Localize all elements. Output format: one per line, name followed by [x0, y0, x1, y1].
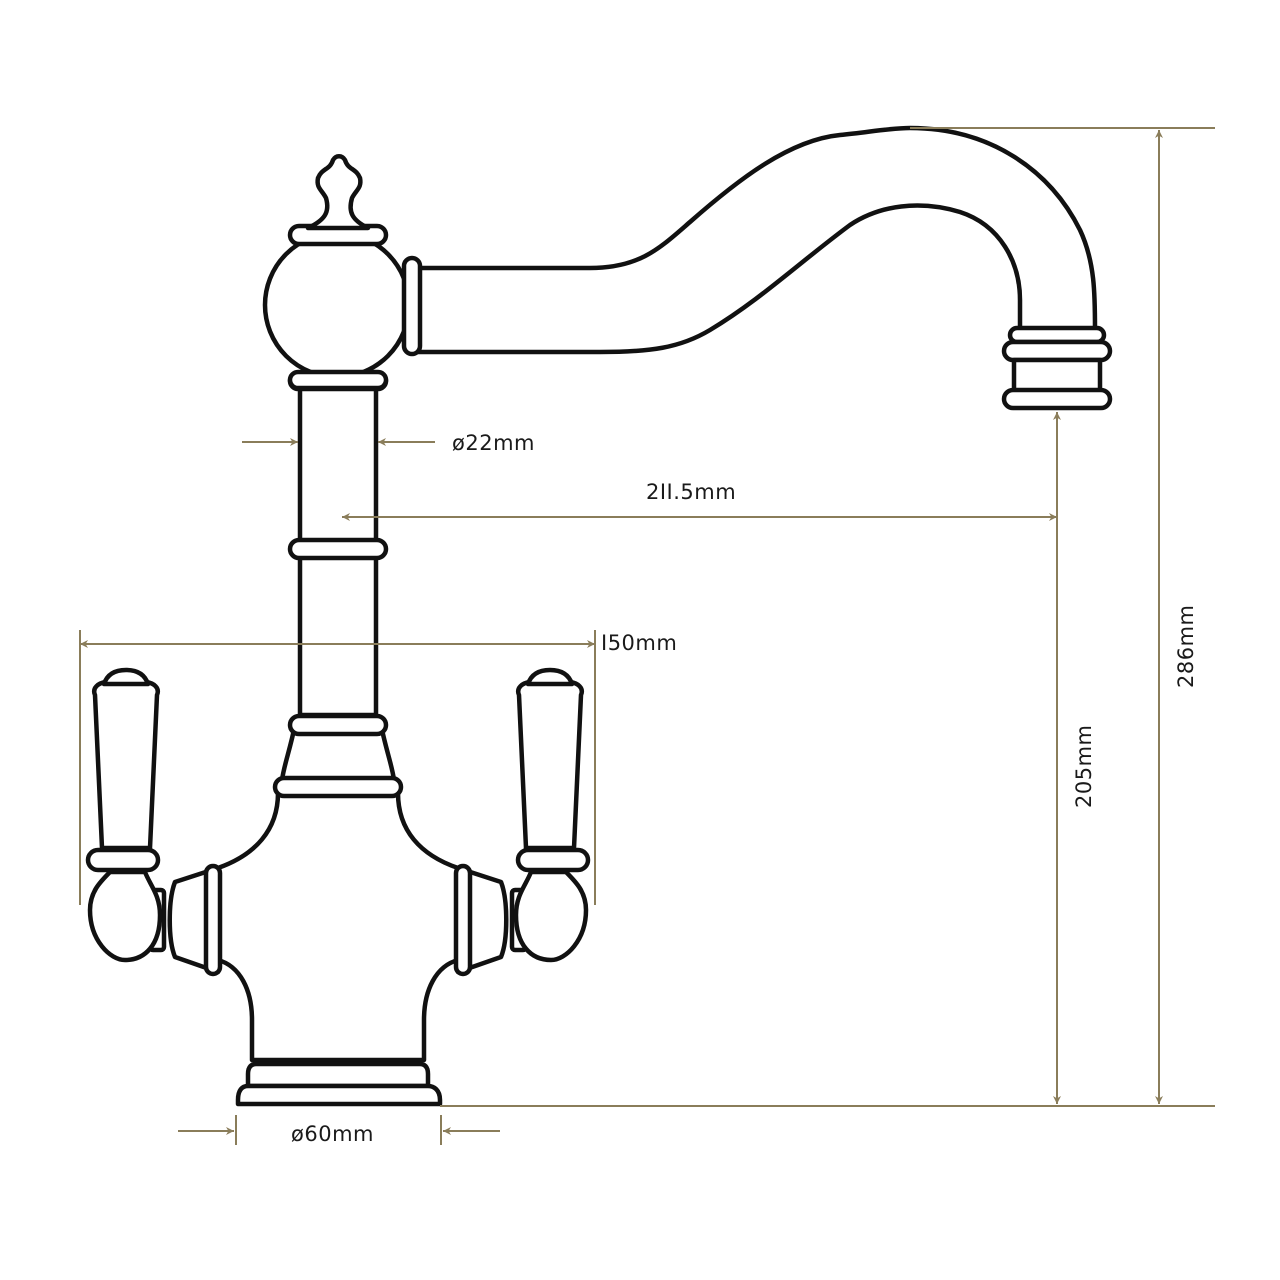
- lower-body: [215, 713, 461, 1107]
- overall-height-label: 286mm: [1174, 604, 1198, 689]
- right-handle: [453, 667, 591, 977]
- spout: [415, 125, 1113, 411]
- handle-span-label: I50mm: [601, 631, 678, 655]
- dimension-lines: [79, 127, 1215, 1145]
- spout-reach-label: 2II.5mm: [646, 480, 737, 504]
- base-diameter-label: ø60mm: [291, 1122, 374, 1146]
- spout-height-label: 205mm: [1072, 724, 1096, 809]
- body-diameter-label: ø22mm: [452, 431, 535, 455]
- body-column: [262, 154, 423, 718]
- left-handle: [85, 667, 223, 977]
